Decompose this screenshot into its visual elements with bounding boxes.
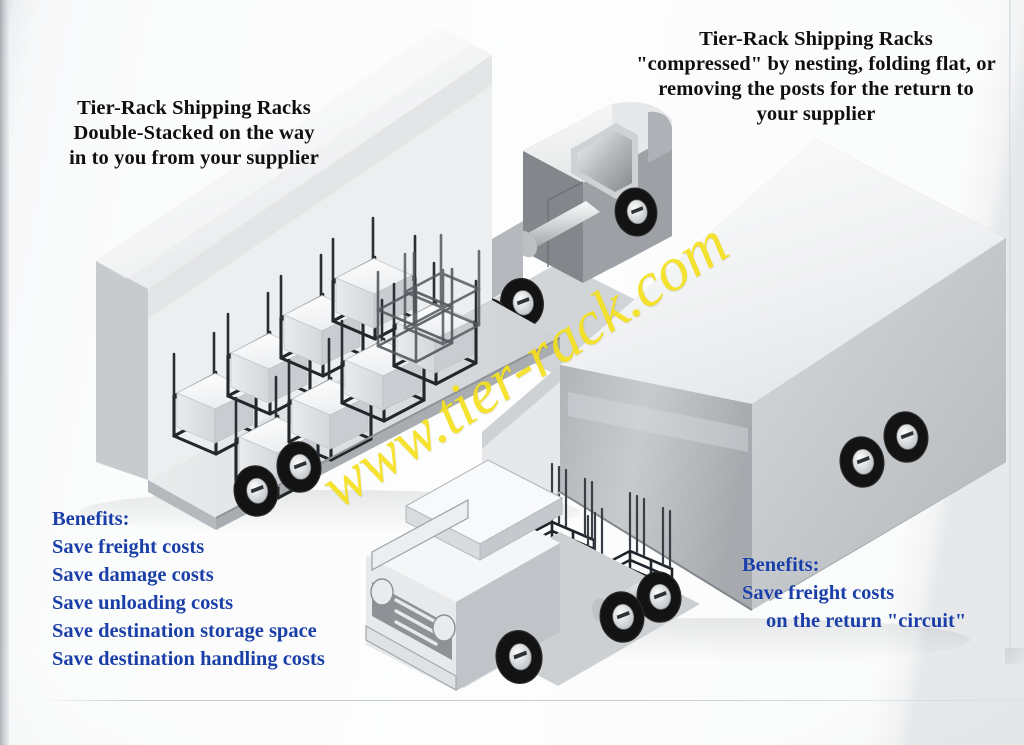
heading-return-line2: "compressed" by nesting, folding flat, o…	[636, 53, 996, 75]
benefits-return-item-1: Save freight costs	[742, 581, 895, 604]
benefits-outbound-item-5: Save destination handling costs	[52, 647, 325, 670]
heading-return-line4: your supplier	[756, 103, 876, 125]
benefits-outbound-item-3: Save unloading costs	[52, 591, 234, 614]
benefits-outbound-item-2: Save damage costs	[52, 563, 214, 586]
outbound-loaded-truck	[96, 27, 672, 530]
scan-glare	[96, 27, 470, 279]
scan-edge-right	[1009, 0, 1011, 660]
heading-outbound: Tier-Rack Shipping Racks Double-Stacked …	[44, 96, 344, 171]
heading-outbound-line2: Double-Stacked on the way	[73, 122, 315, 144]
scan-corner	[1005, 648, 1024, 664]
benefits-return-item-2: on the return "circuit"	[766, 609, 967, 632]
return-trailer	[481, 139, 1006, 611]
heading-return-line1: Tier-Rack Shipping Racks	[699, 28, 933, 50]
benefits-outbound-item-1: Save freight costs	[52, 535, 205, 558]
scan-edge-bottom	[40, 700, 1024, 701]
heading-return: Tier-Rack Shipping Racks "compressed" by…	[620, 27, 1012, 127]
heading-outbound-line3: in to you from your supplier	[69, 147, 319, 169]
benefits-outbound-title: Benefits:	[52, 508, 130, 530]
benefits-return: Benefits: Save freight costs on the retu…	[742, 552, 966, 636]
benefits-outbound-item-4: Save destination storage space	[52, 619, 317, 642]
outbound-trailer-cutaway	[96, 27, 561, 530]
benefits-return-title: Benefits:	[742, 554, 820, 576]
return-tractor-cab	[365, 459, 700, 692]
return-truck	[365, 139, 1006, 692]
heading-return-line3: removing the posts for the return to	[658, 78, 974, 100]
scan-edge-left	[0, 0, 9, 745]
benefits-outbound: Benefits: Save freight costs Save damage…	[52, 506, 325, 674]
front-grille	[365, 578, 457, 692]
heading-outbound-line1: Tier-Rack Shipping Racks	[77, 97, 311, 119]
